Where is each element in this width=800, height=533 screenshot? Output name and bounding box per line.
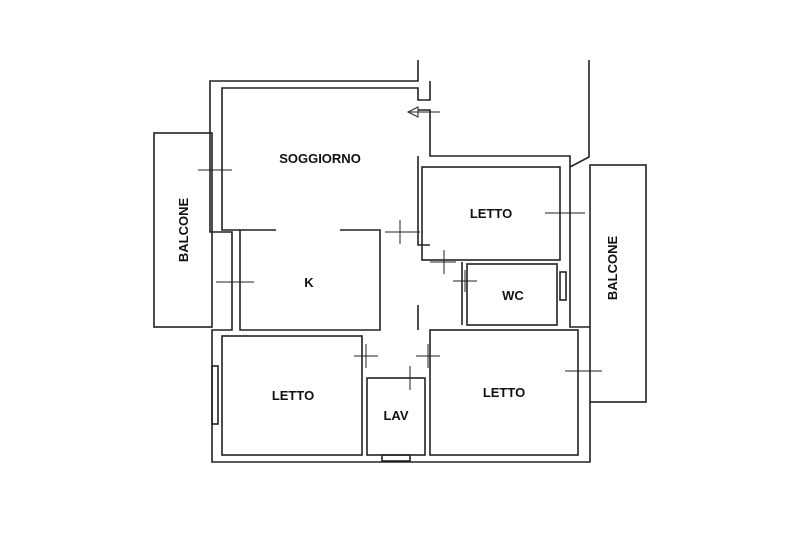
letto-bottom-left-walls bbox=[221, 335, 363, 456]
letto-bottom-right-walls bbox=[429, 329, 579, 456]
room-label-balcone-right: BALCONE bbox=[605, 236, 620, 301]
room-label-letto-bottom-right: LETTO bbox=[483, 385, 525, 400]
room-label-letto-top: LETTO bbox=[470, 206, 512, 221]
room-label-balcone-left: BALCONE bbox=[176, 198, 191, 263]
window-wc bbox=[559, 271, 567, 301]
balcone-left bbox=[153, 132, 213, 328]
corridor-wall bbox=[417, 156, 463, 330]
kitchen-walls bbox=[239, 229, 381, 331]
outer-wall-inner bbox=[221, 81, 431, 231]
room-label-wc: WC bbox=[502, 288, 524, 303]
room-label-lav: LAV bbox=[383, 408, 408, 423]
door-markers bbox=[198, 160, 602, 390]
entrance-arrow-icon bbox=[406, 106, 440, 118]
balcone-right bbox=[589, 164, 647, 403]
room-label-soggiorno: SOGGIORNO bbox=[279, 151, 361, 166]
entrance-wall bbox=[418, 109, 571, 167]
wc-walls bbox=[466, 263, 558, 326]
outer-wall-outer bbox=[209, 60, 591, 463]
window-left bbox=[211, 365, 219, 425]
room-label-letto-bottom-left: LETTO bbox=[272, 388, 314, 403]
window-bottom bbox=[381, 454, 411, 462]
room-label-kitchen: K bbox=[304, 275, 314, 290]
